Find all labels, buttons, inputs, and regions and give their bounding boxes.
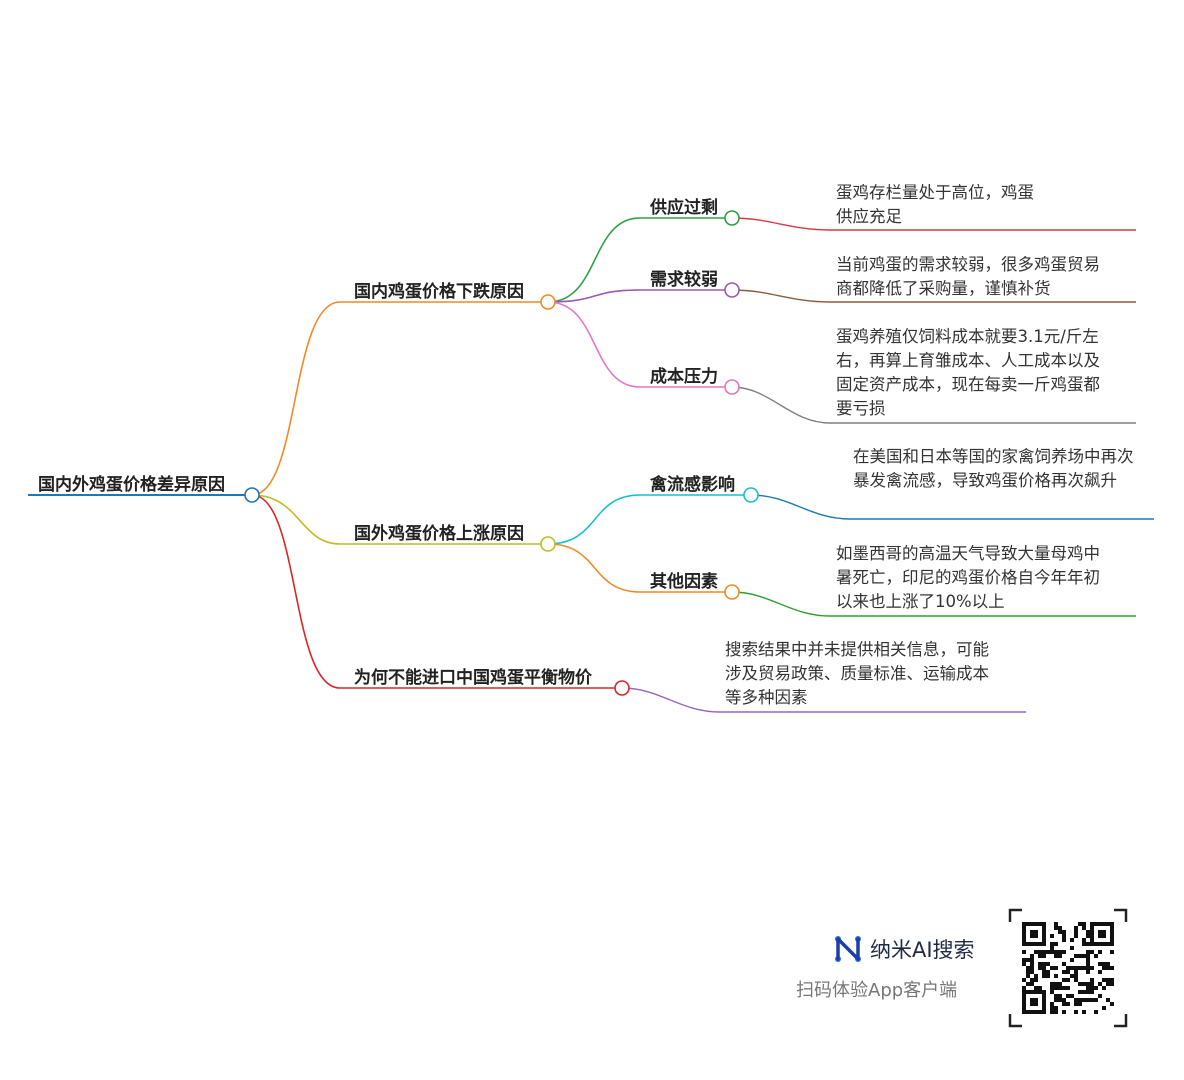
leaf-line-avian-flu [750,494,1154,520]
connector-supply [547,217,732,303]
branch-import-question: 为何不能进口中国鸡蛋平衡物价 [354,668,592,688]
root-node-dot[interactable] [244,487,260,503]
leaf-line-demand [731,289,1136,303]
leaf-line-supply [731,217,1136,231]
demand-node-dot[interactable] [724,282,740,298]
topic-avian-flu: 禽流感影响 [650,475,735,495]
branch-domestic-decline: 国内鸡蛋价格下跌原因 [354,282,524,302]
topic-other-factors: 其他因素 [650,572,718,592]
footer-brand: 纳米AI搜索 [870,938,975,962]
connector-branch-2 [251,494,548,545]
branch-3-node-dot[interactable] [614,680,630,696]
avian-flu-node-dot[interactable] [743,487,759,503]
leaf-avian-flu: 在美国和日本等国的家禽饲养场中再次暴发禽流感，导致鸡蛋价格再次飙升 [853,447,1134,490]
leaf-weak-demand: 当前鸡蛋的需求较弱，很多鸡蛋贸易商都降低了采购量，谨慎补货 [836,255,1100,298]
connector-other-factors [547,543,732,593]
leaf-line-cost [731,386,1136,424]
leaf-supply-surplus: 蛋鸡存栏量处于高位，鸡蛋供应充足 [836,183,1034,226]
connector-branch-3 [251,494,622,689]
footer-subtitle: 扫码体验App客户端 [796,980,958,1001]
qr-code[interactable] [1008,908,1128,1028]
leaf-line-import [621,687,1026,713]
branch-foreign-rise: 国外鸡蛋价格上涨原因 [354,524,524,544]
branch-2-node-dot[interactable] [540,536,556,552]
branch-1-node-dot[interactable] [540,294,556,310]
cost-node-dot[interactable] [724,379,740,395]
topic-weak-demand: 需求较弱 [650,270,718,290]
other-factors-node-dot[interactable] [724,584,740,600]
connector-branch-1 [251,301,548,496]
nami-logo-icon [835,936,861,962]
connector-avian-flu [547,494,751,545]
leaf-line-other-factors [731,591,1136,617]
topic-cost-pressure: 成本压力 [650,367,718,387]
connector-demand [547,289,732,303]
supply-node-dot[interactable] [724,210,740,226]
root-topic: 国内外鸡蛋价格差异原因 [38,475,225,495]
leaf-import-question: 搜索结果中并未提供相关信息，可能涉及贸易政策、质量标准、运输成本等多种因素 [725,640,989,707]
topic-supply-surplus: 供应过剩 [650,198,718,218]
connector-cost [547,301,732,388]
leaf-cost-pressure: 蛋鸡养殖仅饲料成本就要3.1元/斤左右，再算上育雏成本、人工成本以及固定资产成本… [836,327,1100,418]
leaf-other-factors: 如墨西哥的高温天气导致大量母鸡中暑死亡，印尼的鸡蛋价格自今年年初以来也上涨了10… [836,544,1100,611]
